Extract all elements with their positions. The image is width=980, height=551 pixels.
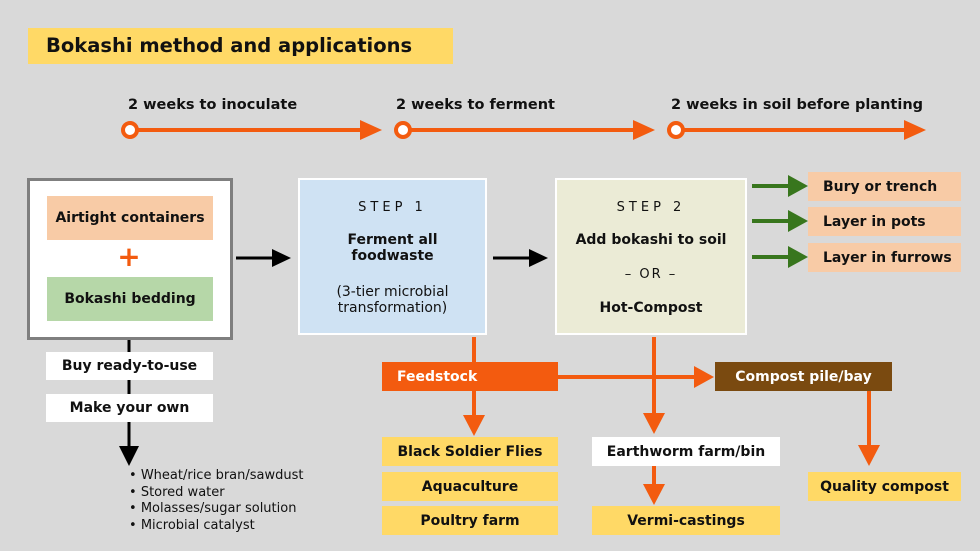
- arrow-inputs-to-step1: [236, 249, 291, 267]
- step1-title: Ferment all foodwaste: [347, 232, 438, 264]
- timeline-arrow-1: [121, 120, 382, 140]
- step2-box: STEP 2 Add bokashi to soil – OR – Hot-Co…: [555, 178, 747, 335]
- green-arrow-pots: [752, 210, 808, 232]
- arrow-step2-to-earthworm: [643, 337, 665, 434]
- buy-ready-to-use-box: Buy ready-to-use: [46, 352, 213, 380]
- green-arrow-furrows: [752, 246, 808, 268]
- earthworm-farm-box: Earthworm farm/bin: [592, 437, 780, 466]
- step2-alt: Hot-Compost: [599, 300, 703, 316]
- compost-pile-box: Compost pile/bay: [715, 362, 892, 391]
- page-title: Bokashi method and applications: [28, 28, 453, 64]
- step1-box: STEP 1 Ferment all foodwaste (3-tier mic…: [298, 178, 487, 335]
- plus-sign: +: [117, 240, 141, 273]
- list-item: Molasses/sugar solution: [129, 501, 329, 518]
- timeline-arrow-3: [667, 120, 926, 140]
- poultry-farm-box: Poultry farm: [382, 506, 558, 535]
- arrow-compost-to-quality: [858, 391, 880, 466]
- make-your-own-box: Make your own: [46, 394, 213, 422]
- step2-label: STEP 2: [616, 200, 686, 215]
- step2-title: Add bokashi to soil: [575, 232, 727, 248]
- list-item: Wheat/rice bran/sawdust: [129, 468, 329, 485]
- ingredients-list: Wheat/rice bran/sawdust Stored water Mol…: [129, 468, 329, 534]
- arrow-step1-to-step2: [493, 249, 548, 267]
- bokashi-bedding-box: Bokashi bedding: [47, 277, 213, 321]
- bury-or-trench-box: Bury or trench: [808, 172, 961, 201]
- timeline-label-soil: 2 weeks in soil before planting: [671, 97, 924, 113]
- arrow-earthworm-to-vermi: [643, 466, 665, 505]
- black-soldier-flies-box: Black Soldier Flies: [382, 437, 558, 466]
- timeline-label-ferment: 2 weeks to ferment: [396, 97, 555, 113]
- arrow-feedstock-to-bsf: [463, 391, 485, 436]
- timeline-label-inoculate: 2 weeks to inoculate: [128, 97, 298, 113]
- list-item: Stored water: [129, 485, 329, 502]
- quality-compost-box: Quality compost: [808, 472, 961, 501]
- aquaculture-box: Aquaculture: [382, 472, 558, 501]
- step1-label: STEP 1: [358, 200, 427, 215]
- list-item: Microbial catalyst: [129, 518, 329, 535]
- green-arrow-bury: [752, 175, 808, 197]
- arrow-bedding-to-ingredients: [119, 320, 139, 466]
- vermi-castings-box: Vermi-castings: [592, 506, 780, 535]
- timeline-arrow-2: [394, 120, 655, 140]
- arrow-feedstock-to-compost: [558, 366, 714, 388]
- layer-in-pots-box: Layer in pots: [808, 207, 961, 236]
- step1-note: (3-tier microbial transformation): [336, 284, 449, 316]
- layer-in-furrows-box: Layer in furrows: [808, 243, 961, 272]
- airtight-containers-box: Airtight containers: [47, 196, 213, 240]
- step2-or: – OR –: [624, 267, 678, 282]
- feedstock-box: Feedstock: [382, 362, 558, 391]
